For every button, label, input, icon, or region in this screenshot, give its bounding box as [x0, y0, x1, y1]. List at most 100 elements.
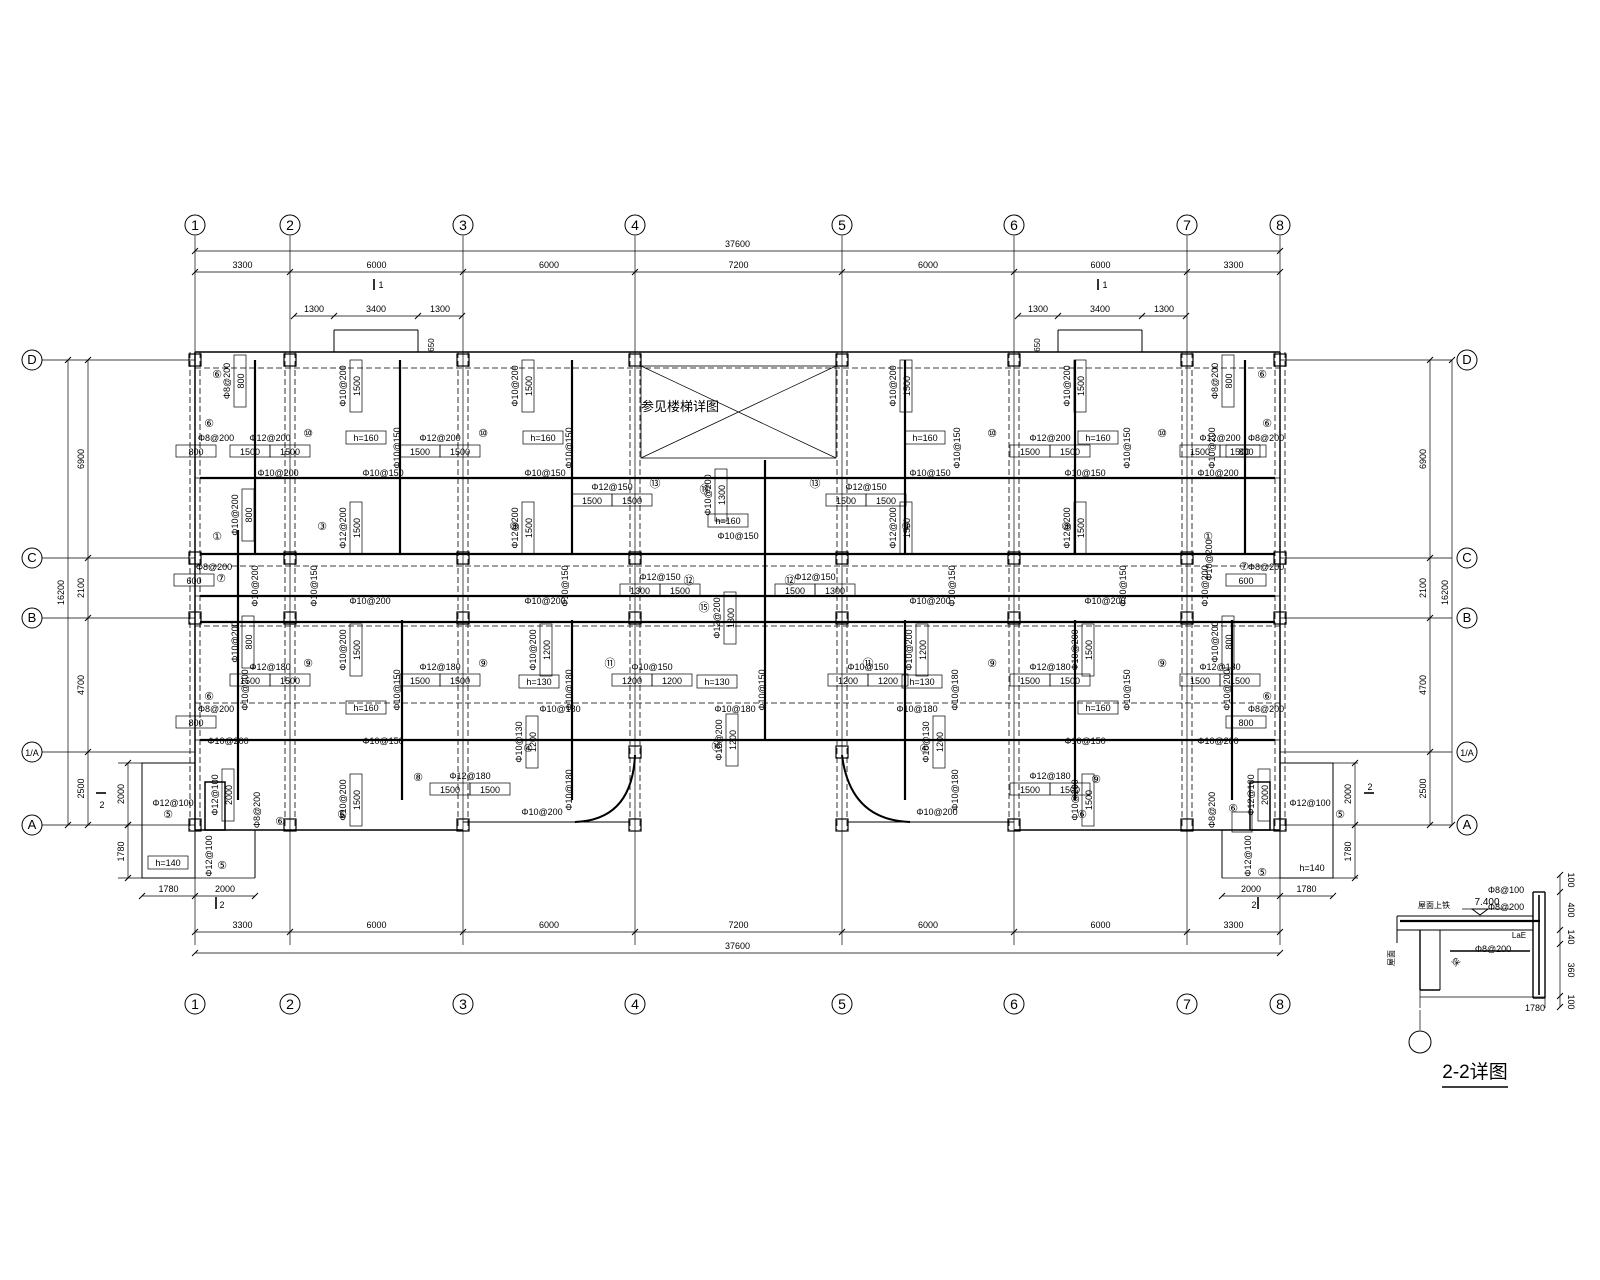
- column: [456, 611, 470, 625]
- dimension-label: 7200: [728, 920, 748, 930]
- rebar-label: Φ10@150: [631, 662, 672, 672]
- rebar-label: Φ12@180: [1199, 662, 1240, 672]
- bar-length: 600: [186, 576, 201, 586]
- column: [1007, 818, 1021, 832]
- axis-bubble: [1456, 349, 1478, 371]
- entry-canopy-right: [1279, 762, 1334, 879]
- dimension-tick: [1276, 247, 1284, 255]
- bar-length-box: [349, 623, 363, 677]
- dimension-label: 6000: [1090, 920, 1110, 930]
- dimension-label: 2100: [1418, 578, 1428, 598]
- dimension-tick: [1426, 554, 1434, 562]
- bar-length-box: [521, 501, 535, 555]
- bar-mark: ⑯: [712, 740, 723, 753]
- dimension-tick: [1010, 268, 1018, 276]
- rebar-label: Φ10@150: [362, 468, 403, 478]
- bar-length: 1500: [1060, 676, 1080, 686]
- bar-length-box: [1081, 623, 1095, 677]
- detail-dim: 400: [1566, 902, 1576, 917]
- axis-bubble: [21, 814, 43, 836]
- detail-note: 梁: [1450, 956, 1462, 968]
- dimension-tick: [64, 821, 72, 829]
- column: [188, 353, 202, 367]
- rebar-label: Φ10@200: [909, 596, 950, 606]
- detail-dim: 100: [1566, 872, 1576, 887]
- rebar-label: Φ10@150: [362, 736, 403, 746]
- bar-length-box: [269, 444, 311, 458]
- slab-thickness: h=160: [353, 433, 378, 443]
- bar-length-box: [1225, 444, 1267, 458]
- slab-thickness-box: [707, 513, 749, 528]
- bar-length: 1500: [410, 676, 430, 686]
- bar-length-box: [439, 673, 481, 687]
- bar-length-box: [241, 488, 255, 542]
- dimension-tick: [631, 268, 639, 276]
- column: [1273, 611, 1287, 625]
- bar-length: 1500: [280, 447, 300, 457]
- dimension-tick: [138, 892, 146, 900]
- dimension-tick: [191, 928, 199, 936]
- dimension-tick: [458, 312, 466, 320]
- bar-mark: ⑨: [987, 658, 997, 670]
- column: [1007, 611, 1021, 625]
- bar-mark: ⑥: [204, 418, 214, 430]
- dimension-tick: [1276, 949, 1284, 957]
- bar-length-box: [714, 468, 728, 522]
- bar-length-box: [1073, 501, 1087, 555]
- bar-length: 1200: [662, 676, 682, 686]
- dimension-label: 1780: [116, 841, 126, 861]
- bar-length: 800: [188, 447, 203, 457]
- bar-mark: ①: [212, 531, 222, 543]
- rebar-label: Φ10@150: [1118, 565, 1128, 606]
- column: [283, 551, 297, 565]
- bar-mark: ③: [509, 521, 519, 533]
- dimension-label: 2100: [76, 578, 86, 598]
- column: [628, 611, 642, 625]
- column: [1007, 551, 1021, 565]
- dimension-label: 2000: [1343, 784, 1353, 804]
- dimension-label: 1780: [158, 884, 178, 894]
- bar-length: 2000: [224, 785, 234, 805]
- bar-length-box: [1221, 615, 1235, 669]
- bar-length-box: [659, 583, 701, 597]
- stair-well: [640, 365, 837, 459]
- detail-dim: 140: [1566, 929, 1576, 944]
- rebar-label: Φ8@200: [1210, 363, 1220, 399]
- rebar-label: Φ12@100: [210, 774, 220, 815]
- dimension-label: 3300: [232, 260, 252, 270]
- dimension-label: 6000: [366, 920, 386, 930]
- bar-length-box: [439, 444, 481, 458]
- dimension-label: 4700: [1418, 675, 1428, 695]
- rebar-label: Φ12@200: [1029, 433, 1070, 443]
- dimension-label: 6900: [76, 449, 86, 469]
- dimension-label: 2000: [116, 784, 126, 804]
- axis-label-4: 4: [631, 217, 639, 233]
- dimension-tick: [251, 892, 259, 900]
- slab-thickness: h=160: [1085, 703, 1110, 713]
- axis-bubble: [1456, 547, 1478, 569]
- bar-length: 1200: [622, 676, 642, 686]
- bar-length: 800: [1238, 718, 1253, 728]
- bar-length: 1500: [280, 676, 300, 686]
- slab-thickness-box: [518, 674, 560, 689]
- axis-bubble: [21, 349, 43, 371]
- bar-mark: ⑪: [863, 657, 874, 670]
- bar-mark: ⑨: [303, 658, 313, 670]
- rebar-label: Φ10@200: [1062, 365, 1072, 406]
- slab-thickness-box: [147, 855, 189, 870]
- rebar-label: Φ10@150: [560, 565, 570, 606]
- detail-line: [1556, 1003, 1564, 1011]
- axis-label-6: 6: [1010, 996, 1018, 1012]
- rebar-label: Φ12@180: [1029, 771, 1070, 781]
- rebar-label: Φ12@180: [249, 662, 290, 672]
- bar-mark: ④: [523, 743, 533, 755]
- detail-width: 1780: [1525, 1003, 1545, 1013]
- rebar-label: Φ10@200: [338, 629, 348, 670]
- column: [628, 353, 642, 367]
- rebar-label: Φ10@200: [1197, 468, 1238, 478]
- dimension-tick: [286, 268, 294, 276]
- axis-bubble: [452, 993, 474, 1015]
- bar-mark: ⑥: [204, 691, 214, 703]
- dimension-tick: [1182, 312, 1190, 320]
- bar-mark: ⑫: [684, 574, 695, 587]
